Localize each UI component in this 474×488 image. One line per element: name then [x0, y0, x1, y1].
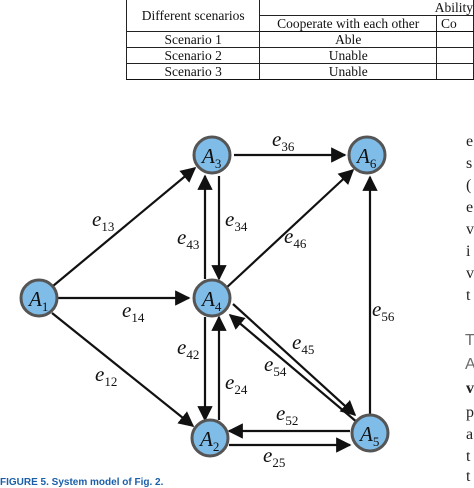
- table-cell-scenario: Scenario 3: [125, 63, 261, 80]
- body-text-fragment: v: [466, 221, 474, 238]
- table-cell-scenario: Scenario 1: [125, 31, 261, 48]
- node-label: A: [27, 287, 42, 311]
- body-text-fragment: i: [466, 243, 471, 260]
- edge-label-e34: e34: [225, 207, 248, 234]
- edge-label-e25: e25: [263, 443, 285, 470]
- edge-label-e45: e45: [292, 330, 314, 357]
- section-heading-fragment: T: [465, 332, 474, 349]
- svg-text:A4: A4: [200, 287, 222, 314]
- body-text-fragment: a: [466, 426, 474, 443]
- edge-label-e24: e24: [225, 370, 248, 397]
- node-label: A: [198, 427, 213, 451]
- edge-label-e13: e13: [92, 207, 114, 234]
- body-text-fragment: p: [466, 404, 474, 421]
- body-text-fragment: e: [466, 133, 474, 150]
- scenario-table-region: Different scenarios Ability Cooperate wi…: [0, 0, 474, 92]
- body-text-fragment: s: [466, 155, 473, 172]
- node-label: A: [200, 287, 215, 311]
- body-text-fragment: t: [466, 287, 471, 304]
- node-A2: A2: [190, 418, 230, 458]
- node-A1: A1: [19, 278, 59, 318]
- node-A3: A3: [192, 135, 232, 175]
- svg-text:A6: A6: [355, 144, 377, 171]
- table-cell-cooperate: Unable: [259, 63, 438, 80]
- edge-label-e52: e52: [276, 401, 298, 428]
- node-A4: A4: [192, 278, 232, 318]
- edge-e45: [232, 303, 357, 417]
- node-label: A: [355, 144, 370, 168]
- table-cell-empty: [436, 63, 474, 80]
- scenario-table: Different scenarios Ability Cooperate wi…: [125, 0, 474, 80]
- node-A6: A6: [347, 135, 387, 175]
- edge-label-e36: e36: [272, 127, 295, 154]
- svg-text:A5: A5: [358, 422, 379, 449]
- body-text-fragment: t: [466, 448, 471, 465]
- node-label: A: [358, 422, 373, 446]
- body-text-fragment: v: [466, 380, 474, 397]
- edge-label-e54: e54: [264, 352, 287, 379]
- edge-label-e42: e42: [177, 335, 199, 362]
- edge-e13: [52, 167, 197, 287]
- edge-label-e56: e56: [372, 297, 395, 324]
- header-scenarios: Different scenarios: [125, 0, 261, 32]
- figure-caption: FIGURE 5. System model of Fig. 2.: [0, 477, 164, 488]
- node-label: A: [200, 144, 215, 168]
- edge-label-e12: e12: [95, 362, 117, 389]
- node-A5: A5: [350, 413, 390, 453]
- svg-text:A2: A2: [198, 427, 219, 454]
- svg-text:A1: A1: [27, 287, 48, 314]
- edge-e12: [51, 312, 195, 427]
- body-text-fragment: e: [466, 199, 474, 216]
- edge-label-e43: e43: [177, 225, 199, 252]
- body-text-fragment: t: [466, 468, 471, 485]
- edge-label-e14: e14: [122, 298, 145, 325]
- body-text-fragment: (: [466, 177, 472, 194]
- edge-label-e46: e46: [284, 224, 307, 251]
- svg-text:A3: A3: [200, 144, 221, 171]
- edge-e46: [224, 168, 355, 290]
- edge-e54: [228, 314, 359, 424]
- body-text-fragment: v: [466, 265, 474, 282]
- section-heading-fragment: A: [465, 356, 474, 373]
